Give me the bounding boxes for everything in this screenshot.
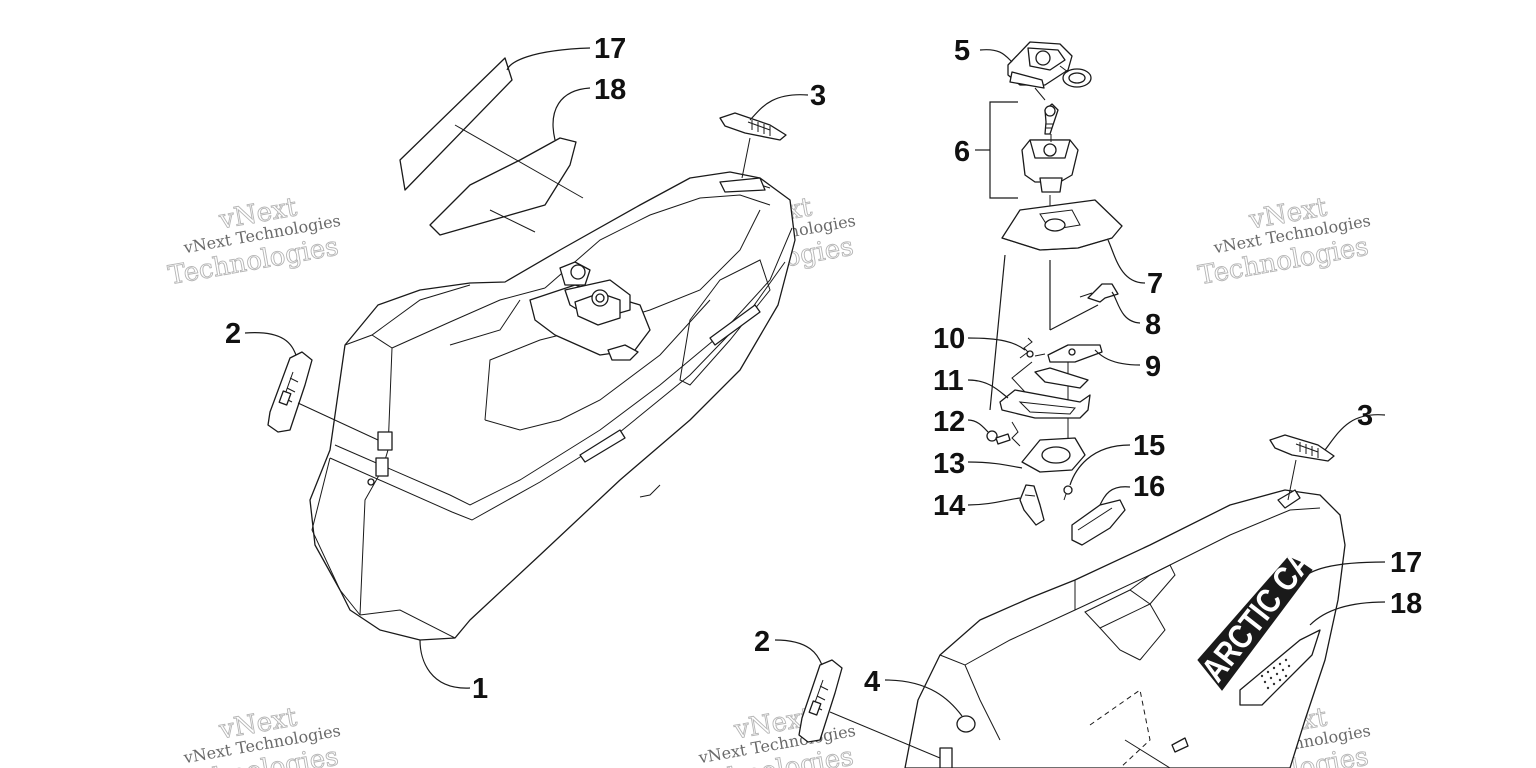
- callout-10: 10: [933, 323, 965, 355]
- part-9-lock-bar: [1047, 344, 1103, 363]
- callout-15: 15: [1133, 430, 1165, 462]
- callout-7: 7: [1147, 268, 1163, 300]
- mesh-pattern: [1260, 658, 1291, 690]
- saddlebag-right: ARCTIC CAT: [904, 489, 1346, 768]
- part-13-base-plate: [1021, 437, 1086, 473]
- callout-3-right: 3: [1357, 400, 1373, 432]
- part-5-lock-cover: [1007, 41, 1092, 89]
- part-8-spring-clip: [1079, 283, 1119, 303]
- watermark-4: vNext vNext Technologies Technologies: [166, 702, 342, 768]
- watermark-1: vNext vNext Technologies Technologies: [166, 192, 342, 292]
- saddlebag-left: [309, 171, 796, 641]
- callout-2-right: 2: [754, 626, 770, 658]
- callout-18-left: 18: [594, 74, 626, 106]
- hinge-cover-left: [719, 112, 787, 141]
- callout-16: 16: [1133, 471, 1165, 503]
- callout-1: 1: [472, 673, 488, 705]
- saddlebag-left-lid-edge: [334, 227, 793, 506]
- saddlebag-left-lock: [529, 261, 651, 361]
- part-10-spring: [1019, 337, 1046, 359]
- hinge-cover-right: [1269, 434, 1335, 462]
- callout-9: 9: [1145, 351, 1161, 383]
- part-6-lock-cylinder: [1021, 103, 1079, 193]
- decal-18-left: [429, 137, 577, 236]
- hinge-clip-left: [267, 351, 313, 433]
- part-11-latch-frame: [999, 367, 1091, 419]
- part-7-lock-plate: [1001, 199, 1123, 251]
- saddlebag-right-body: [904, 489, 1346, 768]
- decal-panel-dashed: [1089, 689, 1151, 768]
- part-12-screw: [986, 421, 1021, 447]
- watermark-3: vNext vNext Technologies Technologies: [1196, 192, 1372, 292]
- part-15-screw: [1063, 485, 1073, 501]
- callout-3-left: 3: [810, 80, 826, 112]
- part-4-bumper: [956, 715, 976, 733]
- arctic-cat-decal: [1197, 554, 1313, 691]
- callout-5: 5: [954, 35, 970, 67]
- callout-11: 11: [933, 365, 964, 397]
- hinge-slot: [377, 431, 393, 451]
- callout-13: 13: [933, 448, 965, 480]
- callout-4: 4: [864, 666, 880, 698]
- hinge-slot: [375, 457, 389, 477]
- part-14-hook: [1019, 484, 1045, 526]
- callout-17-right: 17: [1390, 547, 1422, 579]
- decal-17-left: [399, 57, 513, 191]
- callout-18-right: 18: [1390, 588, 1422, 620]
- callout-6: 6: [954, 136, 970, 168]
- saddlebag-left-body: [309, 171, 796, 641]
- callout-14: 14: [933, 490, 965, 522]
- callout-12: 12: [933, 406, 965, 438]
- hinge-clip-right: [798, 659, 843, 743]
- callout-2-left: 2: [225, 318, 241, 350]
- watermark-5: vNext vNext Technologies Technologies: [681, 702, 857, 768]
- part-16-pad: [1071, 499, 1126, 546]
- callout-8: 8: [1145, 309, 1161, 341]
- callout-17-left: 17: [594, 33, 626, 65]
